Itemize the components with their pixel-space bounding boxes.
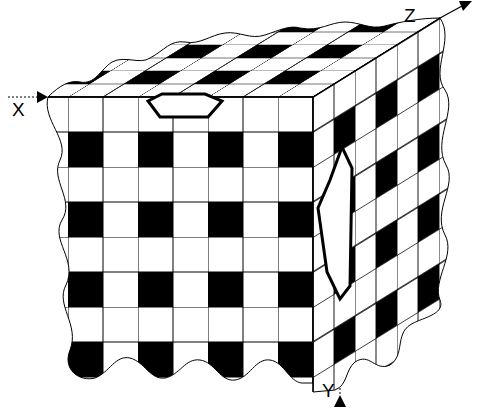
- x-arrowhead: [37, 91, 48, 103]
- side-hexagon: [318, 147, 352, 299]
- axis-label: Z: [404, 6, 416, 25]
- axis-label: Y: [322, 381, 335, 400]
- top-hexagon: [148, 94, 222, 117]
- z-arrowhead: [459, 1, 472, 11]
- x-axis: [8, 97, 40, 98]
- y-axis: [340, 388, 341, 396]
- cube-edges: [48, 18, 440, 392]
- right-face: [313, 18, 449, 392]
- front-face: [47, 97, 313, 383]
- y-arrowhead: [334, 395, 346, 407]
- z-axis: [440, 6, 462, 18]
- axis-label: X: [12, 100, 25, 119]
